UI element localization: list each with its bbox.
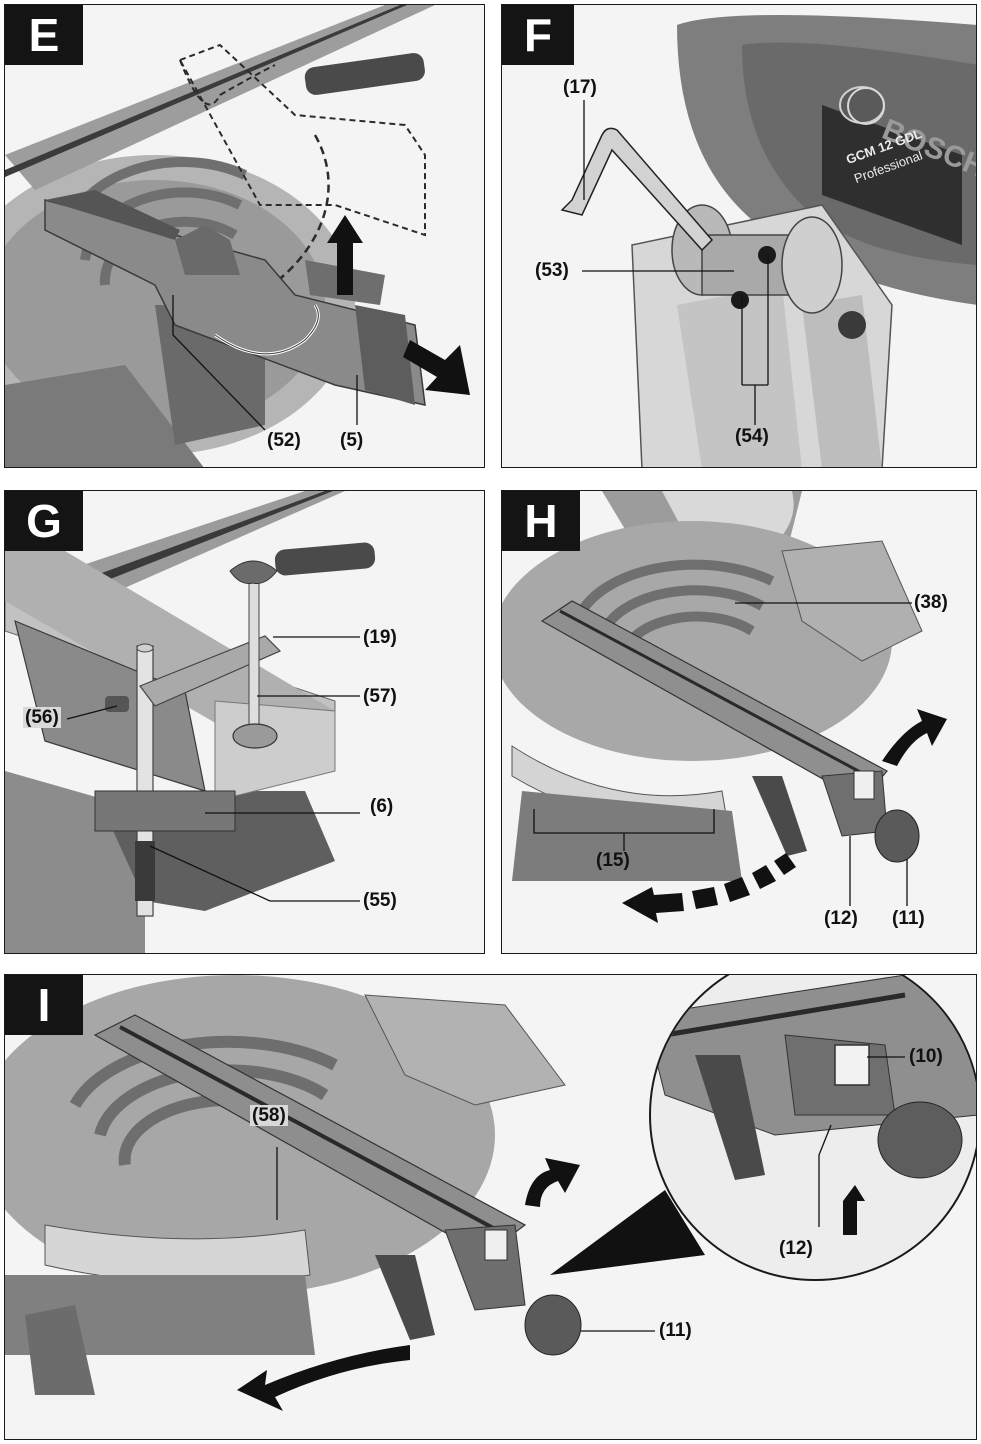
panel-g-letter: G (5, 491, 83, 551)
panel-i-illustration (5, 975, 976, 1411)
bosch-logo (847, 87, 885, 125)
callout-12: (12) (824, 908, 858, 929)
panel-h: H (38) (15) (12) (11) (501, 490, 977, 954)
callout-56: (56) (23, 707, 61, 728)
panel-f-letter: F (502, 5, 574, 65)
dashed-curved-arrow-icon (622, 853, 796, 923)
callout-38: (38) (914, 592, 948, 613)
callout-53: (53) (535, 260, 569, 281)
panel-g-illustration (5, 491, 376, 953)
panel-e-letter: E (5, 5, 83, 65)
panel-g: G (19) (57) (56) (6) (55) (4, 490, 485, 954)
callout-55: (55) (363, 890, 397, 911)
curved-arrow-icon (237, 1345, 410, 1411)
callout-54: (54) (735, 426, 769, 447)
callout-11: (11) (892, 908, 925, 929)
panel-i-letter: I (5, 975, 83, 1035)
callout-10: (10) (909, 1046, 943, 1067)
arrow-up-icon (327, 215, 363, 295)
panel-f: BOSCH GCM 12 GDL Professional F (17) (53… (501, 4, 977, 468)
callout-11: (11) (659, 1320, 692, 1341)
callout-57: (57) (363, 686, 397, 707)
callout-17: (17) (563, 77, 597, 98)
callout-6: (6) (370, 796, 394, 817)
callout-58: (58) (250, 1105, 288, 1126)
curved-arrow-icon (882, 709, 947, 766)
panel-h-illustration (502, 491, 947, 923)
callout-12-inset: (12) (779, 1238, 813, 1259)
callout-5: (5) (340, 430, 364, 451)
panel-h-letter: H (502, 491, 580, 551)
callout-15: (15) (596, 850, 630, 871)
panel-e-illustration (5, 5, 470, 467)
panel-f-illustration (560, 15, 976, 467)
curved-arrow-icon (525, 1158, 580, 1207)
arrow-right-icon (403, 340, 470, 395)
panel-i: I (58) (10) (12) (11) (4, 974, 977, 1440)
callout-19: (19) (363, 627, 397, 648)
callout-52: (52) (267, 430, 301, 451)
panel-e: E (52) (5) (4, 4, 485, 468)
